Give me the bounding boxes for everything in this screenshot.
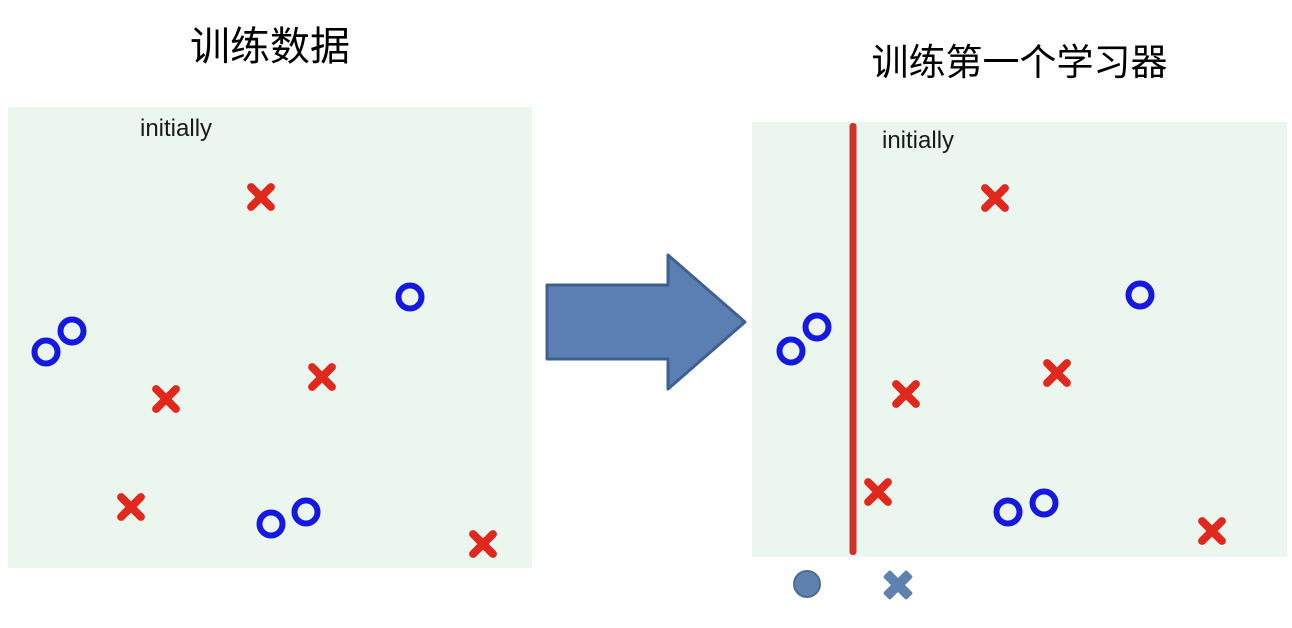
circle-mark: [57, 316, 87, 346]
circle-mark: [31, 337, 61, 367]
circle-mark: [802, 312, 832, 342]
circle-mark: [1125, 280, 1155, 310]
left-panel-label: initially: [140, 115, 213, 142]
right-arrow-icon: [545, 253, 747, 391]
x-mark: [466, 527, 500, 561]
x-mark: [978, 181, 1012, 215]
x-mark: [305, 360, 339, 394]
right-panel-label: initially: [882, 127, 955, 154]
x-mark: [244, 180, 278, 214]
circle-mark: [256, 509, 286, 539]
circle-mark: [993, 497, 1023, 527]
right-panel-title: 训练第一个学习器: [871, 43, 1168, 84]
decision-boundary: [849, 123, 857, 555]
x-mark: [861, 475, 895, 509]
legend-x-mark: [881, 568, 915, 602]
first-learner-panel: initially: [752, 122, 1287, 557]
training-data-panel: initially: [8, 107, 532, 568]
x-mark: [149, 382, 183, 416]
x-mark: [889, 377, 923, 411]
x-mark: [1195, 514, 1229, 548]
legend-circle-mark: [793, 570, 821, 598]
x-mark: [114, 490, 148, 524]
left-panel-title: 训练数据: [190, 24, 350, 69]
circle-mark: [776, 336, 806, 366]
x-mark: [1040, 356, 1074, 390]
circle-mark: [1029, 488, 1059, 518]
circle-mark: [395, 282, 425, 312]
circle-mark: [291, 497, 321, 527]
